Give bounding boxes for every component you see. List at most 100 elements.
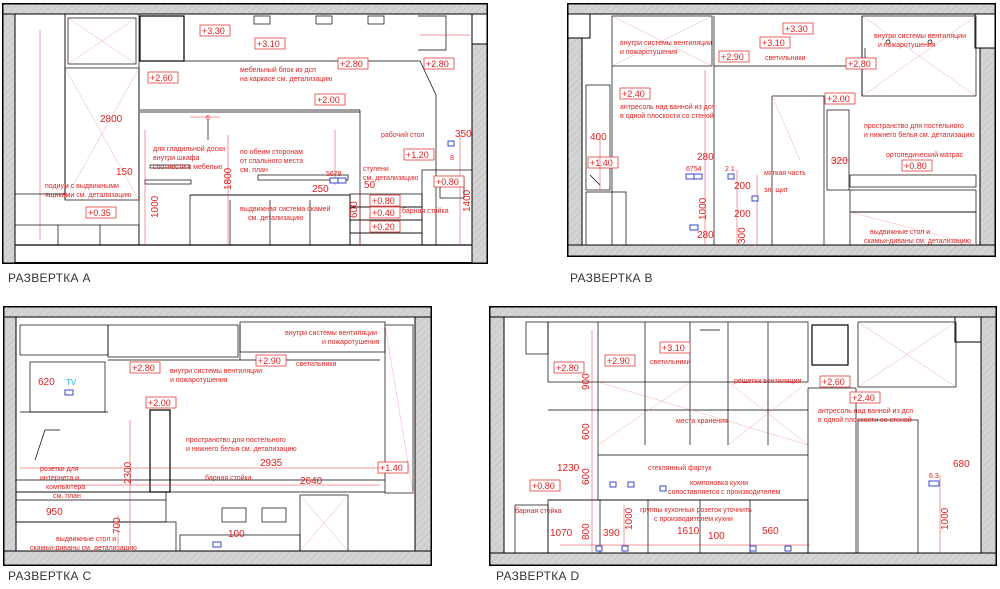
level-a-040: +0.40: [372, 208, 395, 218]
note-a-furniture-1: мебельный блок из дсп: [240, 66, 316, 74]
dim-b-320: 320: [831, 156, 848, 167]
level-d-280: +2.80: [556, 363, 579, 373]
level-a-260: +2.60: [150, 73, 173, 83]
note-b-lights: светильники: [765, 55, 805, 62]
note-c-table-1: выдвижные стол и: [56, 536, 116, 543]
note-c-vent-2: и пожаротушения: [170, 377, 228, 384]
level-a-120: +1.20: [406, 150, 429, 160]
note-c-vent-t1: внутри системы вентиляции: [285, 330, 377, 337]
lamp-a2: [315, 15, 333, 25]
note-a-drawers-2: ящиками см. детализацию: [45, 192, 131, 199]
level-marks-b: +3.30 +3.10 +2.90 +2.80 +2.40 +2.00 +1.4…: [587, 22, 933, 172]
dim-c-2640: 2640: [300, 476, 323, 487]
dim-b-300: 300: [737, 227, 748, 244]
dim-a-1400: 1400: [462, 189, 473, 212]
dim-d-1610: 1610: [677, 526, 700, 537]
note-c-vent-1: внутри системы вентиляции: [170, 368, 262, 375]
level-a-020: +0.20: [372, 222, 395, 232]
note-a-both-1: по обеим сторонам: [240, 148, 303, 156]
note-a-pullout-1: выдвижная система скамей: [240, 205, 331, 213]
dim-c-100: 100: [228, 529, 245, 540]
upper-cabinet-a: [139, 15, 185, 62]
dim-c-620: 620: [38, 377, 55, 388]
note-a-work-table: рабочий стол: [381, 131, 424, 139]
note-b-space-2: и нижнего белья см. детализацию: [864, 131, 975, 139]
level-c-200: +2.00: [148, 398, 171, 408]
note-a-both-3: см. план: [240, 167, 268, 174]
lamp-a1: [253, 15, 271, 25]
level-a-310: +3.10: [257, 39, 280, 49]
notes-d: светильники решетки вентиляции места хра…: [515, 359, 913, 523]
note-a-bar: барная стойка: [402, 207, 449, 215]
note-b-soft: мягкая часть: [764, 170, 806, 177]
title-a: РАЗВЕРТКА А: [8, 271, 91, 285]
dim-a-5678: 5678: [326, 171, 342, 178]
note-d-grilles: решетки вентиляции: [734, 378, 801, 385]
dim-b-280a: 280: [697, 152, 714, 163]
kitchen-cabinets-d: [514, 321, 957, 554]
level-c-280: +2.80: [132, 363, 155, 373]
note-d-glass-apron: стеклянный фартук: [648, 464, 712, 472]
dim-d-900: 900: [581, 373, 592, 390]
dim-c-950: 950: [46, 507, 63, 518]
note-b-table-2: скамьи-диваны см. детализацию: [864, 238, 971, 245]
dim-labels-a: 2800 150 1000 1800 250 50 600 1400 350 5…: [100, 114, 473, 218]
note-a-ironing-2: внутри шкафа: [153, 155, 200, 162]
note-c-lights: светильники: [296, 361, 336, 368]
note-c-sockets-1: розетки для: [40, 466, 79, 473]
dim-a-250: 250: [312, 184, 329, 195]
wardrobe-left-a: [14, 13, 140, 246]
note-b-el-panel: эл. щит: [764, 187, 789, 194]
level-b-290: +2.90: [721, 52, 744, 62]
dim-b-21: 2 1: [725, 166, 735, 173]
notes-b: внутри системы вентиляции и пожаротушени…: [620, 33, 975, 245]
note-d-groups-2: с производителем кухни: [654, 516, 733, 523]
note-c-sockets-3: компьютера: [46, 484, 85, 491]
note-b-vent-r1: внутри системы вентиляции: [874, 33, 966, 40]
dim-d-63: 6.3: [929, 473, 939, 480]
note-d-groups-1: группы кухонных розеток уточнить: [640, 507, 752, 514]
dim-d-600b: 600: [581, 468, 592, 485]
left-wall-a: [2, 13, 16, 264]
note-b-vent-2: и пожаротушения: [620, 49, 678, 56]
level-d-080: +0.80: [532, 481, 555, 491]
note-a-steps-2: см. детализацию: [363, 175, 418, 182]
dimensions-b: 400 280 6754 2 1 200 200 1000 280 300 32…: [590, 70, 850, 245]
elevation-b: +3.30 +3.10 +2.90 +2.80 +2.40 +2.00 +1.4…: [567, 3, 996, 285]
note-a-furniture-2: на каркасе см. детализацию: [240, 76, 332, 83]
note-b-table-1: выдвижные стол и: [870, 229, 930, 236]
note-a-both-2: от спального места: [240, 158, 303, 165]
level-b-140: +1.40: [590, 158, 613, 168]
note-d-kitchen-2: сопоставляется с производителем: [668, 489, 780, 496]
dim-a-600: 600: [349, 201, 360, 218]
dim-b-280b: 280: [697, 230, 714, 241]
dim-b-200b: 200: [734, 209, 751, 220]
note-c-space-1: пространство для постельного: [186, 437, 286, 444]
title-b: РАЗВЕРТКА В: [570, 271, 653, 285]
level-c-140: +1.40: [380, 463, 403, 473]
right-wall-a: [471, 13, 488, 264]
note-a-steps-1: ступени: [363, 166, 389, 173]
note-d-kitchen-1: компоновка кухни: [690, 480, 748, 487]
note-b-mezz-2: в одной плоскости со стеной: [620, 112, 714, 120]
lamp-a3: [367, 15, 385, 25]
door-b: [771, 95, 825, 246]
elevation-a: +3.30 +3.10 +2.80 +2.80 +2.60 +2.00 +1.2…: [2, 3, 488, 285]
note-b-vent-r2: и пожаротушения: [878, 42, 936, 49]
level-b-240: +2.40: [622, 89, 645, 99]
level-a-280b: +2.80: [426, 59, 449, 69]
title-c: РАЗВЕРТКА С: [8, 569, 91, 583]
dim-d-1000a: 1000: [624, 507, 635, 530]
note-a-ironing-3: соотнести с мебелью: [153, 163, 222, 171]
level-a-080a: +0.80: [436, 177, 459, 187]
tv-label-c: TV: [66, 378, 77, 387]
note-a-drawers-1: подиум с выдвижными: [45, 183, 119, 190]
note-b-mezz-1: антресоль над ванной из дсп: [620, 103, 715, 111]
dim-b-1000: 1000: [698, 197, 709, 220]
level-marks-c: +2.90 +2.80 +2.00 +1.40: [129, 354, 409, 474]
level-c-290: +2.90: [258, 356, 281, 366]
level-a-080b: +0.80: [372, 196, 395, 206]
note-b-space-1: пространство для постельного: [864, 123, 964, 130]
